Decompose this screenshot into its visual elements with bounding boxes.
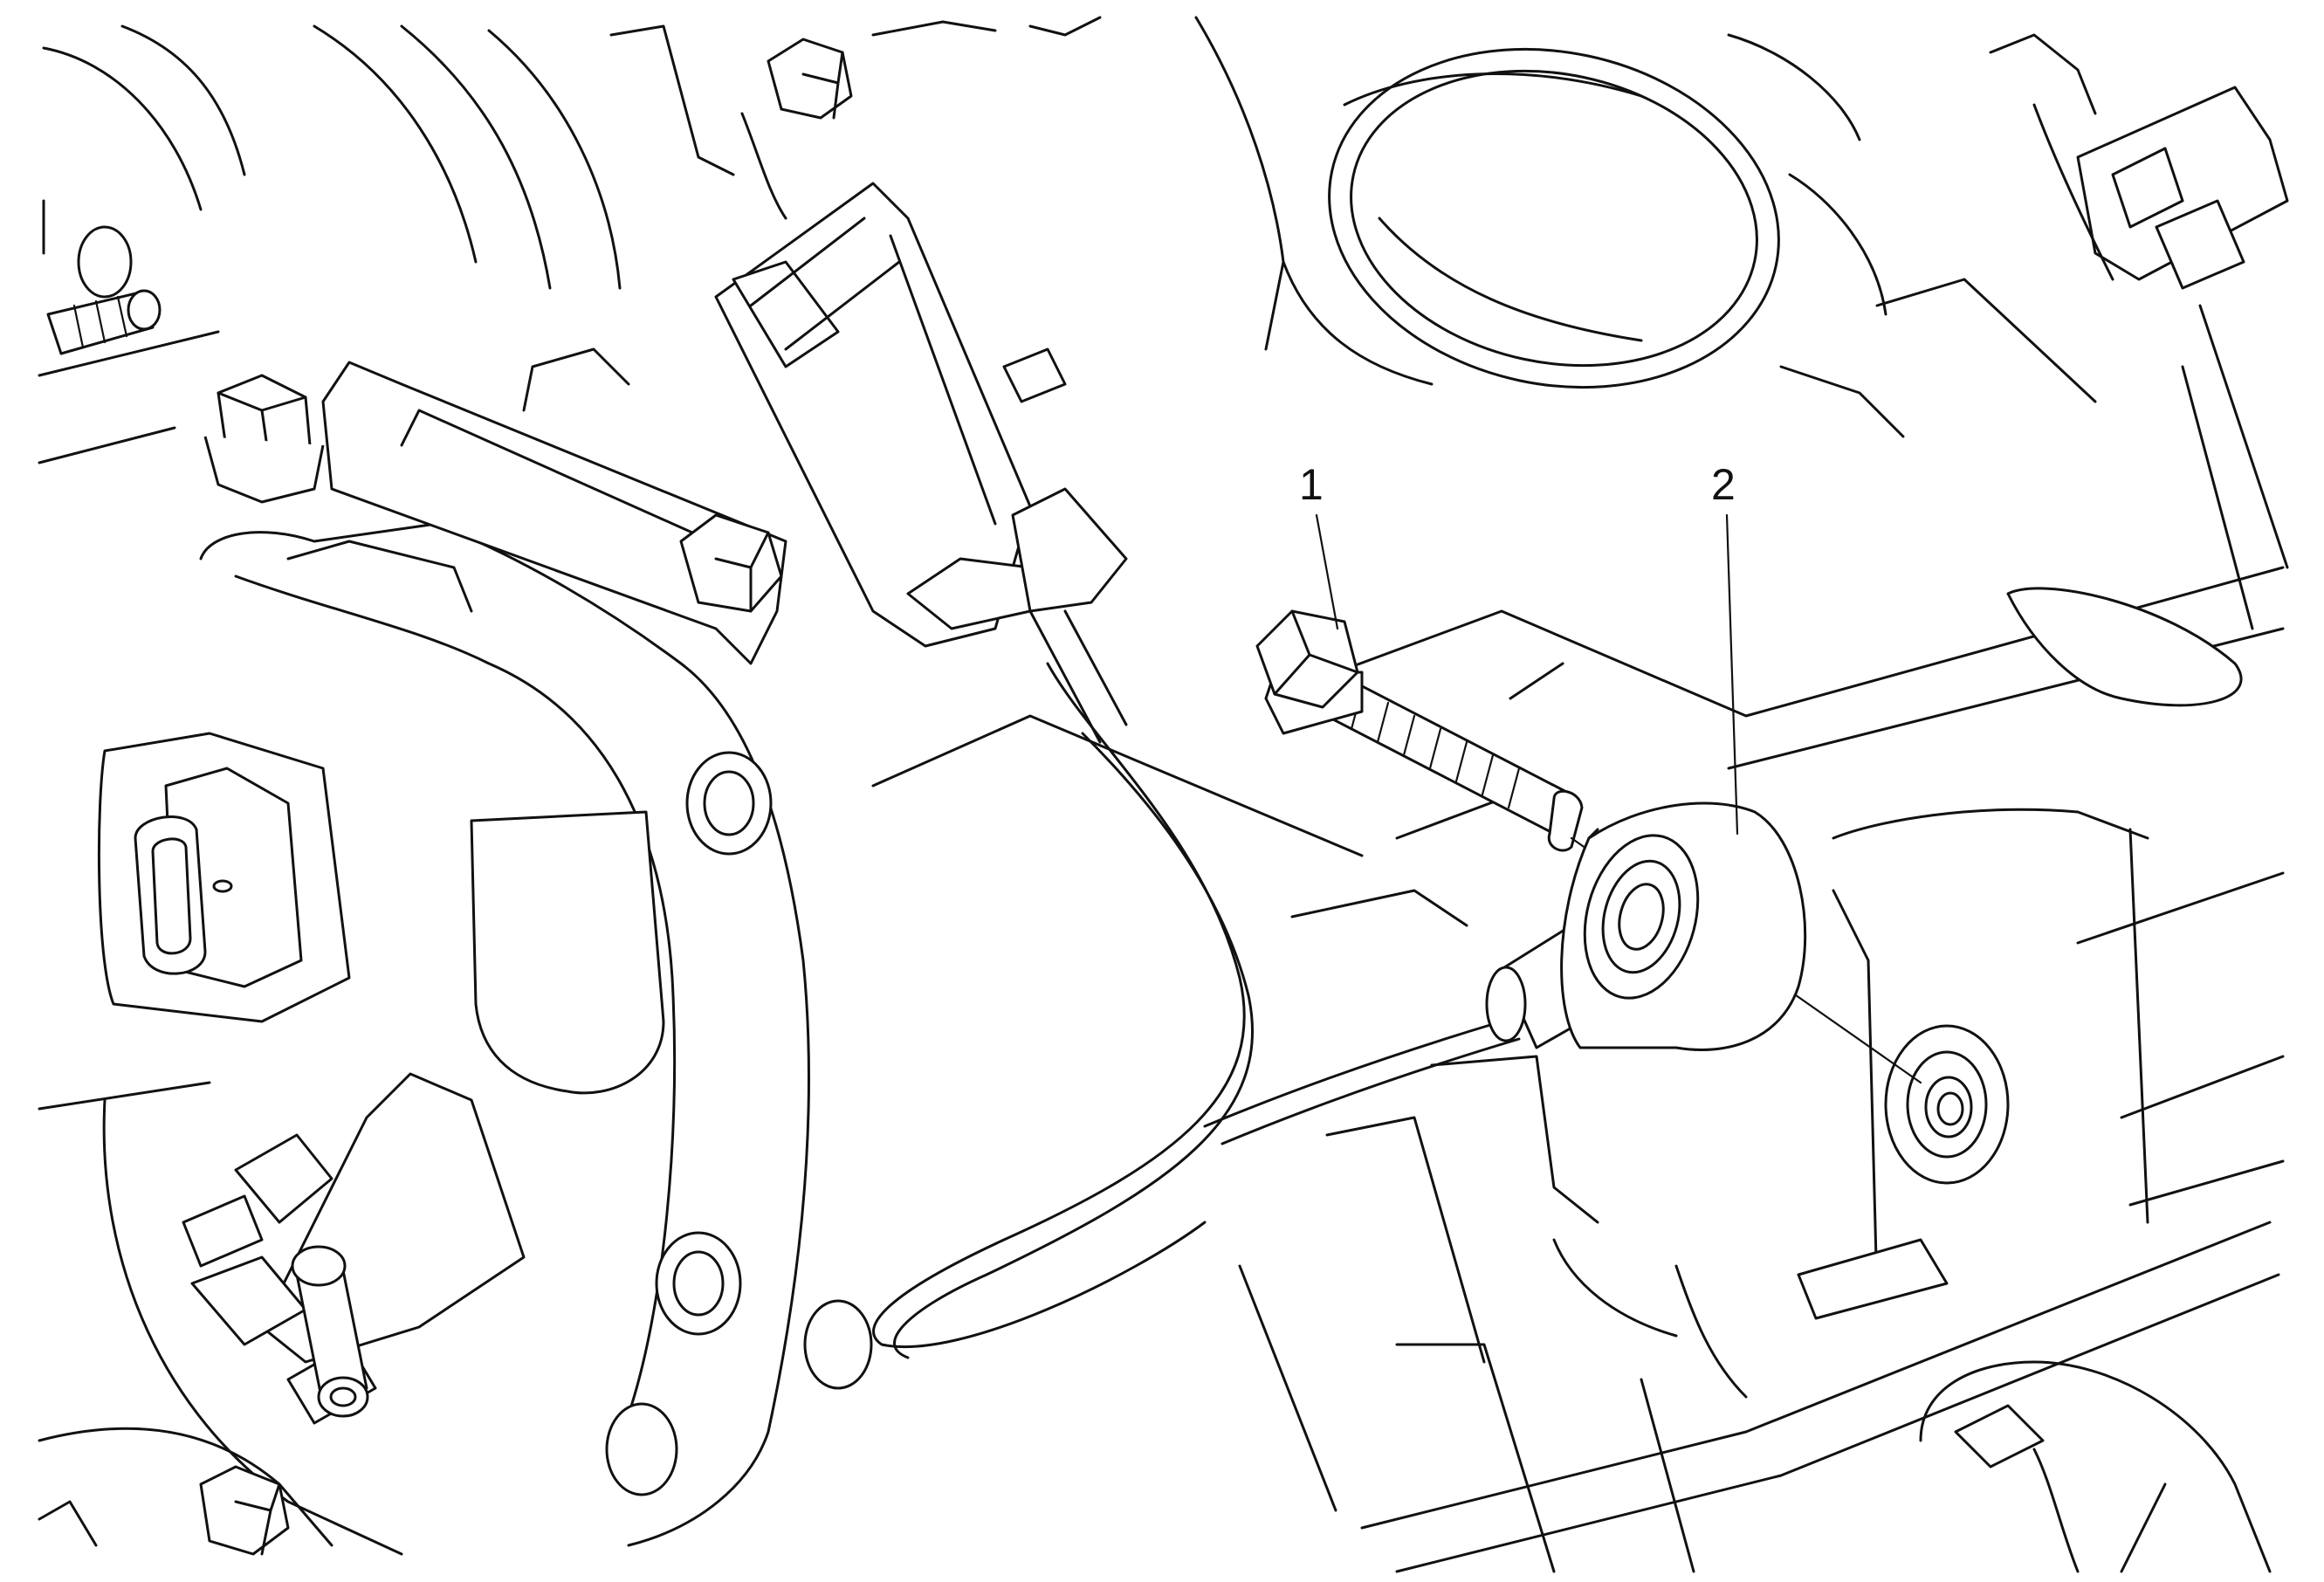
callout-2-label: 2 — [1711, 460, 1736, 509]
hex-bolt-upper-left — [203, 374, 325, 504]
injector-connector-upper-right — [1989, 33, 2289, 630]
knock-sensor-bolt — [1255, 609, 1584, 852]
hex-bolt-center-left — [679, 513, 783, 613]
stud-bolt-upper-left — [46, 225, 162, 355]
crank-sensor-lower-left — [182, 1072, 526, 1425]
callout-1-leader — [1315, 513, 1339, 630]
fragment-lower-left — [38, 1500, 98, 1547]
harness-connector-top — [714, 182, 1128, 648]
knock-sensor — [1485, 801, 1807, 1051]
callout-1-label: 1 — [1299, 460, 1324, 509]
hex-bolt-top-center — [609, 20, 997, 220]
sensor-connector-left — [97, 732, 351, 1023]
hex-bolt-lower-left — [199, 1465, 290, 1556]
throttle-body-opening — [1028, 16, 2097, 438]
bracket-upper-left — [321, 347, 787, 665]
callout-2-leader — [1725, 513, 1739, 836]
engine-block-right — [871, 566, 2285, 1573]
sensor-wire-harness — [872, 609, 1521, 1359]
